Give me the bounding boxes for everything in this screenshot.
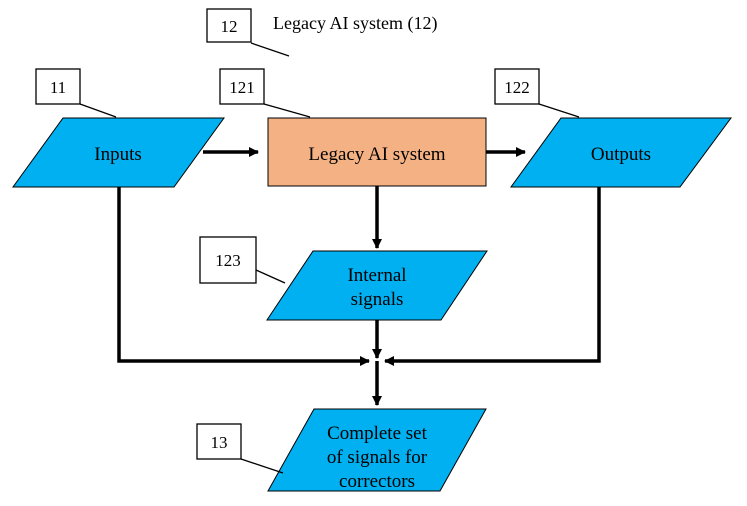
diagram-title: Legacy AI system (12) xyxy=(273,13,437,34)
complete-ref-label: 13 xyxy=(211,433,228,452)
arrow-inputs-to-merge xyxy=(117,187,370,366)
internal-signals-line-2: signals xyxy=(351,289,404,310)
inputs-ref-box xyxy=(35,68,81,105)
internal-signals-line-1: Internal xyxy=(347,265,406,286)
arrow-outputs-to-merge xyxy=(384,187,601,366)
inputs-shape xyxy=(12,117,225,188)
legacy-ref-label: 121 xyxy=(229,78,255,97)
legacy-ai-system-box xyxy=(267,117,487,187)
legacy-ref-box xyxy=(219,68,265,105)
inputs-ref-leader xyxy=(79,103,117,118)
legacy-ai-system-label: Legacy AI system xyxy=(308,144,445,165)
internal-ref-leader xyxy=(255,269,286,284)
outputs-ref-leader xyxy=(538,103,580,118)
outputs-shape xyxy=(510,117,732,188)
complete-set-line-2: of signals for xyxy=(327,447,428,468)
group-ref-label: 12 xyxy=(221,17,238,36)
complete-ref-leader xyxy=(240,458,284,474)
internal-signals-shape xyxy=(266,250,488,321)
group-ref-box xyxy=(206,8,252,43)
internal-ref-box xyxy=(199,236,257,284)
inputs-label: Inputs xyxy=(94,144,142,165)
connectors xyxy=(117,147,601,406)
legacy-ref-leader xyxy=(263,103,311,118)
complete-set-line-1: Complete set xyxy=(327,423,427,444)
outputs-label: Outputs xyxy=(591,144,651,165)
inputs-ref-label: 11 xyxy=(50,78,66,97)
complete-set-shape xyxy=(267,408,487,492)
outputs-ref-label: 122 xyxy=(504,78,530,97)
outputs-ref-box xyxy=(494,68,540,105)
complete-set-line-3: correctors xyxy=(339,471,415,492)
group-ref-leader xyxy=(250,42,290,57)
internal-ref-label: 123 xyxy=(215,251,241,270)
complete-ref-box xyxy=(196,423,242,460)
